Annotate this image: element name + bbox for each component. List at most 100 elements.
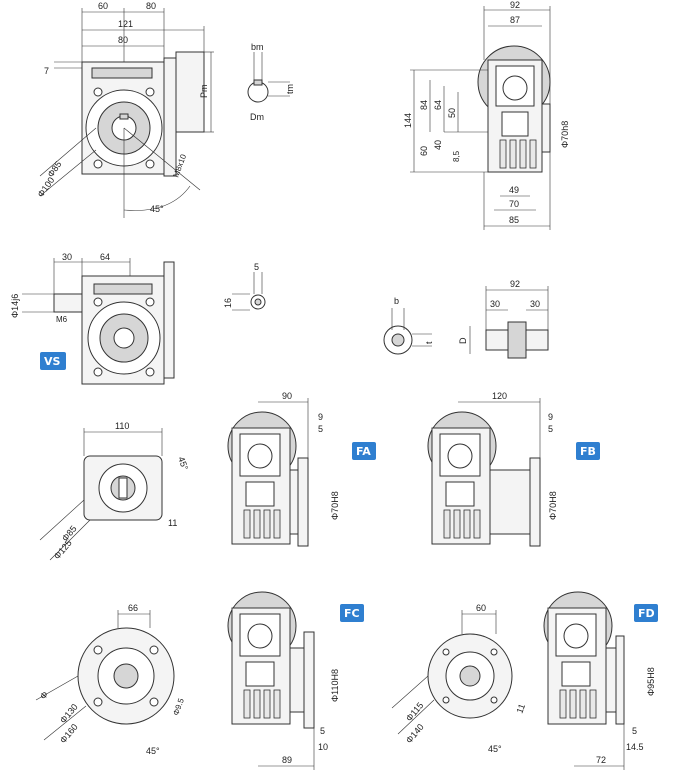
motor-flange: [175, 51, 205, 133]
badge-vs: [40, 352, 66, 370]
dim-d: D: [458, 337, 468, 344]
dim-16: 16: [223, 298, 233, 308]
dim-5: 5: [548, 424, 553, 434]
dim-45deg: 45°: [176, 455, 190, 472]
dim-b: b: [394, 296, 399, 306]
fd-flange: [615, 635, 625, 725]
fb-side-view: 120 9 5 Φ70H8 FB: [427, 391, 600, 547]
badge-vs-label: VS: [44, 355, 61, 368]
dim-5: 5: [254, 262, 259, 272]
dim-64: 64: [433, 100, 443, 110]
dim-pm: Pm: [199, 85, 209, 99]
badge-fd: [634, 604, 658, 622]
dim-50: 50: [447, 108, 457, 118]
dim-40: 40: [433, 140, 443, 150]
fc-flange: [303, 631, 315, 729]
fc-side-view: Φ110H8 5 10 89 FC: [227, 591, 364, 770]
double-shaft-view: 92 30 30: [485, 279, 549, 359]
dim-5: 5: [632, 726, 637, 736]
dim-45deg: 45°: [146, 746, 160, 756]
dim-92: 92: [510, 0, 520, 10]
dim-t: t: [424, 341, 434, 344]
dim-phi95h8: Φ95H8: [646, 667, 656, 696]
dim-144: 144: [403, 113, 413, 128]
side-plate: [501, 111, 529, 137]
dim-phi115: Φ115: [404, 700, 426, 723]
fa-flange: [297, 457, 309, 547]
flange-plate: [163, 57, 177, 177]
dim-9: 9: [548, 412, 553, 422]
dim-m6: M6: [56, 315, 68, 324]
dim-8-5: 8,5: [452, 150, 461, 162]
bolt-hole: [145, 87, 155, 97]
bolt-hole: [93, 159, 103, 169]
badge-fd-label: FD: [638, 607, 655, 620]
dim-14-5: 14.5: [626, 742, 644, 752]
dim-60: 60: [98, 1, 108, 11]
dim-5: 5: [320, 726, 325, 736]
fb-flange: [529, 457, 541, 547]
dim-11: 11: [168, 518, 177, 528]
vs-input-shaft: [53, 293, 83, 313]
dim-tm: tm: [285, 84, 295, 94]
dim-30b: 30: [530, 299, 540, 309]
dim-66: 66: [128, 603, 138, 613]
dim-84: 84: [419, 100, 429, 110]
dim-phi160: Φ160: [58, 722, 80, 745]
dim-phi100: Φ100: [35, 175, 56, 199]
dim-9: 9: [318, 412, 323, 422]
dim-60: 60: [419, 146, 429, 156]
dim-phi110h8: Φ110H8: [330, 669, 340, 702]
side-shaft-stub: [541, 103, 551, 153]
input-shaft-key-view: 5 16: [223, 262, 266, 311]
badge-fb-label: FB: [580, 445, 596, 458]
dim-11: 11: [514, 702, 527, 714]
dim-phi70h8: Φ70h8: [560, 121, 570, 148]
fd-side-view: Φ95H8 5 14.5 72 FD: [543, 591, 658, 770]
dim-phi125: Φ125: [52, 538, 74, 561]
double-shaft-hub: [507, 321, 527, 359]
key: [253, 79, 263, 86]
dim-87: 87: [510, 15, 520, 25]
dim-phi70h8: Φ70H8: [330, 491, 340, 520]
dim-120: 120: [492, 391, 507, 401]
dim-phi14j6: Φ14j6: [10, 294, 20, 318]
dim-phi85: Φ85: [60, 524, 79, 544]
dim-bm: bm: [251, 42, 264, 52]
dim-70: 70: [509, 199, 519, 209]
dim-85: 85: [509, 215, 519, 225]
dim-30: 30: [62, 252, 72, 262]
dim-30a: 30: [490, 299, 500, 309]
badge-fc: [340, 604, 364, 622]
bolt-hole: [145, 159, 155, 169]
dim-45deg: 45°: [488, 744, 502, 754]
top-left-view: 60 80 121 80 7 Pm Φ85 Φ100 M8x10 45°: [35, 1, 214, 218]
badge-fa-label: FA: [356, 445, 371, 458]
dim-dm: Dm: [250, 112, 264, 122]
fa-side-view: 90 9 5 Φ70H8 FA: [227, 391, 376, 547]
dim-phi9-5: Φ9.5: [171, 697, 186, 717]
dim-121: 121: [118, 19, 133, 29]
side-bore: [502, 75, 528, 101]
vs-flange: [163, 261, 175, 379]
vs-view: 30 64 Φ14j6 M6 VS: [10, 252, 175, 385]
fd-front-view: 60 Φ115 Φ140 11 45°: [391, 603, 527, 754]
dim-89: 89: [282, 755, 292, 765]
dim-72: 72: [596, 755, 606, 765]
keyway: [119, 113, 129, 120]
dim-90: 90: [282, 391, 292, 401]
gearbox-top-lip: [91, 67, 153, 79]
dim-64: 64: [100, 252, 110, 262]
bolt-hole: [93, 87, 103, 97]
badge-fc-label: FC: [344, 607, 360, 620]
fc-front-view: 66 Φ Φ130 Φ160 Φ9.5 45°: [35, 603, 186, 756]
dim-110: 110: [115, 421, 129, 431]
badge-fb: [576, 442, 600, 460]
dim-10: 10: [318, 742, 328, 752]
badge-fa: [352, 442, 376, 460]
dim-phi: Φ: [38, 689, 50, 701]
fa-front-view: 110 45° Φ85 Φ125 11: [39, 421, 190, 561]
key-section-view: bm tm Dm: [247, 42, 295, 122]
